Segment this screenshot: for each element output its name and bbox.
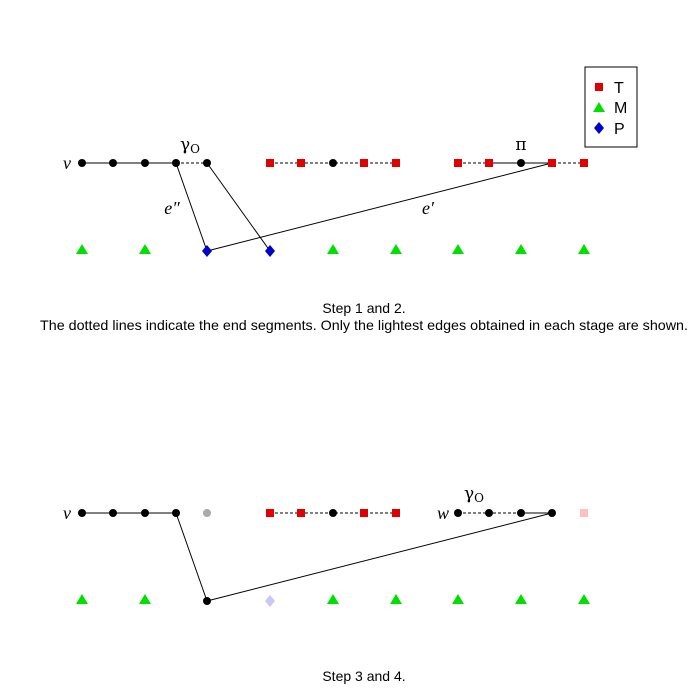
label-w: w [437,503,449,523]
node-m-triangle [578,594,590,604]
node-t-square [266,159,274,167]
node-m-triangle [139,594,151,604]
node-black [109,159,117,167]
label-gamma-sub: O [474,491,484,505]
node-m-triangle [515,244,527,254]
node-m-triangle [515,594,527,604]
node-black [141,509,149,517]
legend-label-t: T [614,80,624,97]
node-grey [203,509,211,517]
node-p-diamond [265,245,275,257]
legend-label-p: P [614,121,625,138]
legend-diamond-icon [594,122,604,134]
node-m-triangle [76,244,88,254]
label-e-double-prime: e″ [164,198,180,218]
node-t-square [548,159,556,167]
label-gamma-symbol: γ [464,484,474,504]
cross-edge [175,512,208,602]
label-pi: π [515,135,526,155]
node-faded-square [580,509,588,517]
node-t-square [266,509,274,517]
edge-e-double-prime [175,162,208,252]
node-m-triangle [327,594,339,604]
node-p-diamond [202,245,212,257]
node-t-square [360,509,368,517]
cross-edge [206,512,553,602]
caption-description: The dotted lines indicate the end segmen… [40,317,688,333]
label-gamma-sub: O [190,142,200,156]
node-m-triangle [390,244,402,254]
node-black [78,509,86,517]
label-gamma-symbol: γ [180,135,190,155]
node-m-triangle [452,594,464,604]
legend-label-m: M [614,100,627,117]
panel-step-3-4: v w γO Step 3 and 4. [63,484,590,684]
node-t-square [392,509,400,517]
node-t-square [297,159,305,167]
node-black [329,509,337,517]
edge-e-prime [206,162,553,252]
node-black [329,159,337,167]
node-black [78,159,86,167]
node-m-triangle [390,594,402,604]
cross-edge [206,162,271,252]
panel-step-1-2: v γO π e″ e′ Step 1 and 2. The dotted li… [40,135,688,333]
legend-square-icon [595,83,603,91]
node-black [548,509,556,517]
label-v: v [63,503,71,523]
node-black [203,159,211,167]
node-black [172,159,180,167]
label-e-prime: e′ [422,198,435,218]
label-gamma: γO [464,484,484,505]
node-black [109,509,117,517]
node-m-triangle [327,244,339,254]
node-black [517,509,525,517]
legend: T M P [584,66,638,148]
legend-box [584,66,638,148]
legend-triangle-icon [593,102,605,112]
node-faded-diamond [265,595,275,607]
node-t-square [392,159,400,167]
node-black [517,159,525,167]
node-black [454,509,462,517]
node-t-square [297,509,305,517]
node-t-square [485,159,493,167]
node-t-square [454,159,462,167]
caption-step-1-2: Step 1 and 2. [322,300,405,316]
node-m-triangle [578,244,590,254]
node-m-triangle [76,594,88,604]
label-gamma: γO [180,135,200,156]
node-black [203,597,211,605]
node-black [485,509,493,517]
node-m-triangle [139,244,151,254]
node-t-square [360,159,368,167]
label-v: v [63,153,71,173]
caption-step-3-4: Step 3 and 4. [322,668,405,684]
node-t-square [580,159,588,167]
node-black [141,159,149,167]
node-m-triangle [452,244,464,254]
node-black [172,509,180,517]
